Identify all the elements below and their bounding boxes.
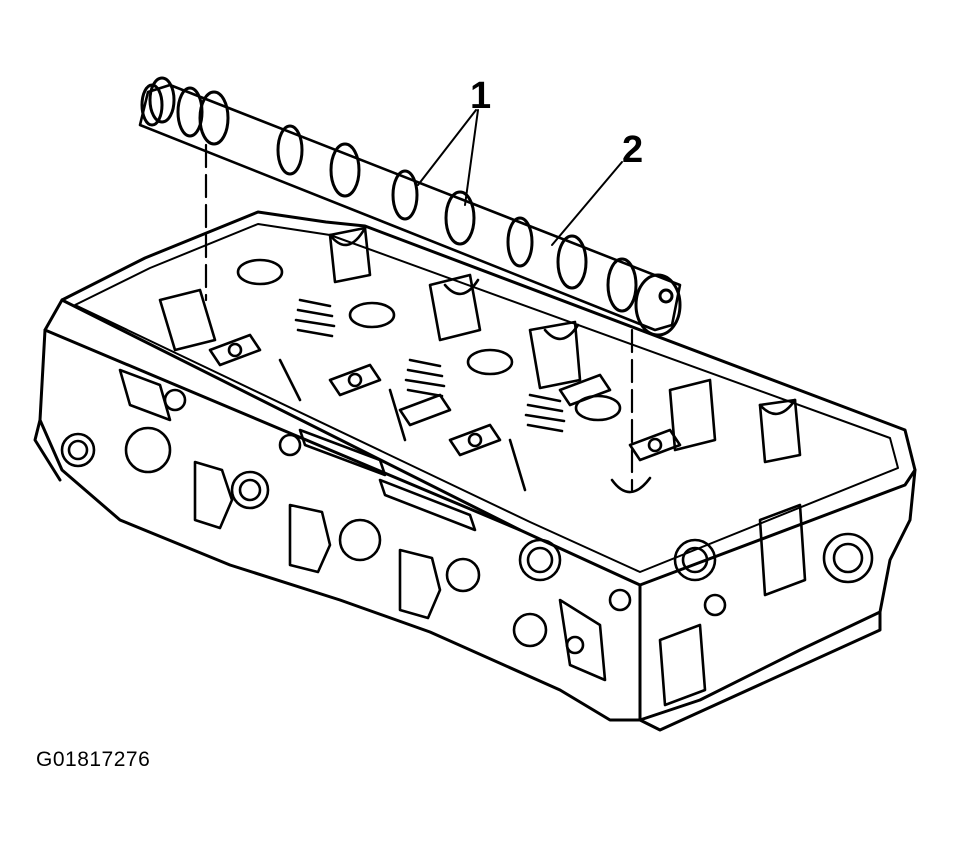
installation-guide-lines [204, 143, 634, 492]
cylinder-head [33, 210, 917, 732]
camshaft [138, 76, 682, 337]
front-face-ports [60, 368, 632, 682]
callout-label-1: 1 [470, 75, 491, 117]
callout-label-2: 2 [622, 129, 643, 171]
figure-id: G01817276 [36, 748, 151, 771]
end-face-details [658, 503, 874, 707]
valve-train [158, 226, 802, 494]
callout-leaders [417, 109, 623, 246]
